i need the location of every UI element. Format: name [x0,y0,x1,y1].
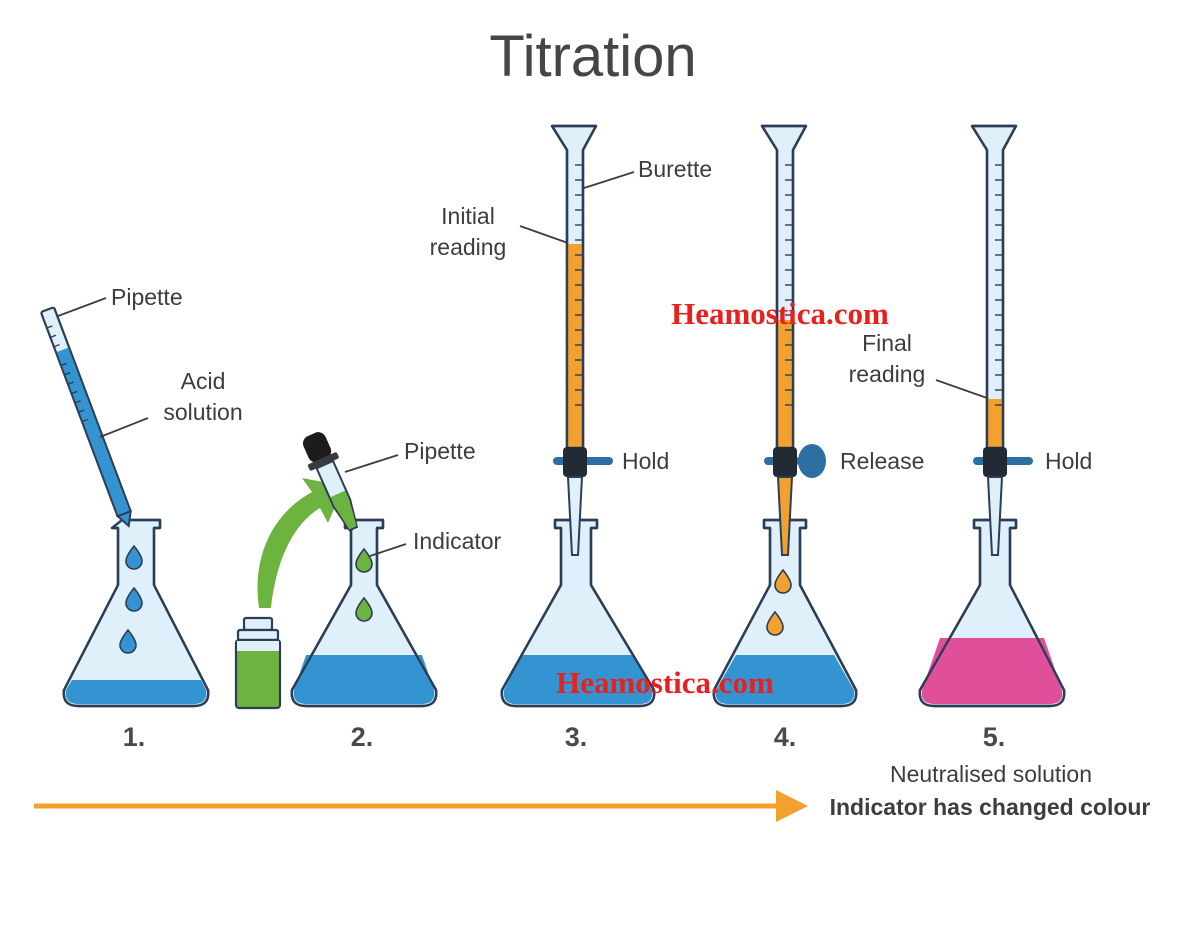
label-hold-3: Hold [622,448,669,474]
burette-4 [760,124,826,556]
step-number-5: 5. [983,722,1006,752]
label-acid-solution-1: Acid [181,368,226,394]
leader-pipette-2 [344,454,399,473]
step-2-group: Pipette Indicator [234,432,502,710]
label-initial-reading-1: Initial [441,203,495,229]
caption-neutralised: Neutralised solution [890,761,1092,787]
label-indicator: Indicator [413,528,502,554]
flask-1 [62,518,210,708]
leader-indicator [369,543,407,557]
pipette-1 [40,306,132,528]
stopcock-3 [563,447,587,477]
indicator-drop-2a [355,547,373,573]
step-number-4: 4. [774,722,797,752]
leader-burette [583,171,635,189]
burette-3-scale [575,164,583,406]
progress-arrow [34,790,808,822]
watermark-bottom: Heamostica.com [556,665,774,700]
neutralised-liquid-5 [921,638,1063,704]
caption-indicator-changed: Indicator has changed colour [830,794,1151,820]
stopcock-5 [983,447,1007,477]
step-1-group: Pipette Acid solution [40,284,243,708]
acid-drop-1c [119,628,137,654]
leader-pipette-1 [57,297,107,317]
label-final-reading-1: Final [862,330,912,356]
acid-liquid-3 [503,655,653,704]
label-final-reading-2: reading [849,361,926,387]
titrant-drop-4b [766,610,784,636]
indicator-bottle [234,616,282,710]
burette-5-scale [995,164,1003,406]
acid-drop-1b [125,586,143,612]
transfer-arrow [257,478,344,608]
step-5-group: Final reading Hold [849,124,1092,708]
label-burette: Burette [638,156,712,182]
leader-acid-solution [99,417,149,438]
flask-3 [500,518,656,708]
label-pipette-2: Pipette [404,438,476,464]
label-acid-solution-2: solution [163,399,242,425]
step-number-3: 3. [565,722,588,752]
step-number-1: 1. [123,722,146,752]
burette-5-liquid [988,399,1002,448]
step-4-group: Release [712,124,924,708]
stopcock-4 [773,447,797,477]
acid-drop-1a [125,544,143,570]
titrant-drop-4a [774,568,792,594]
acid-liquid-4 [715,655,855,704]
flask-4 [712,518,858,708]
label-hold-5: Hold [1045,448,1092,474]
burette-3-liquid [568,244,582,448]
indicator-drop-2b [355,596,373,622]
burette-4-scale [785,164,793,406]
dropper-pipette [302,432,359,532]
label-pipette-1: Pipette [111,284,183,310]
stopcock-knob-4 [798,444,826,478]
watermark-top: Heamostica.com [671,296,889,331]
burette-5 [970,124,1033,556]
label-initial-reading-2: reading [430,234,507,260]
step-3-group: Burette Initial reading Hold [430,124,712,708]
flask-5 [918,518,1066,708]
leader-final-reading [935,379,988,399]
burette-3 [550,124,613,556]
label-release-4: Release [840,448,924,474]
flask-2 [290,518,438,708]
burette-4-liquid [778,320,792,448]
page-title: Titration [489,24,696,89]
acid-liquid-2 [293,655,435,704]
acid-liquid-1 [65,680,207,704]
leader-initial-reading [519,225,569,244]
step-number-2: 2. [351,722,374,752]
